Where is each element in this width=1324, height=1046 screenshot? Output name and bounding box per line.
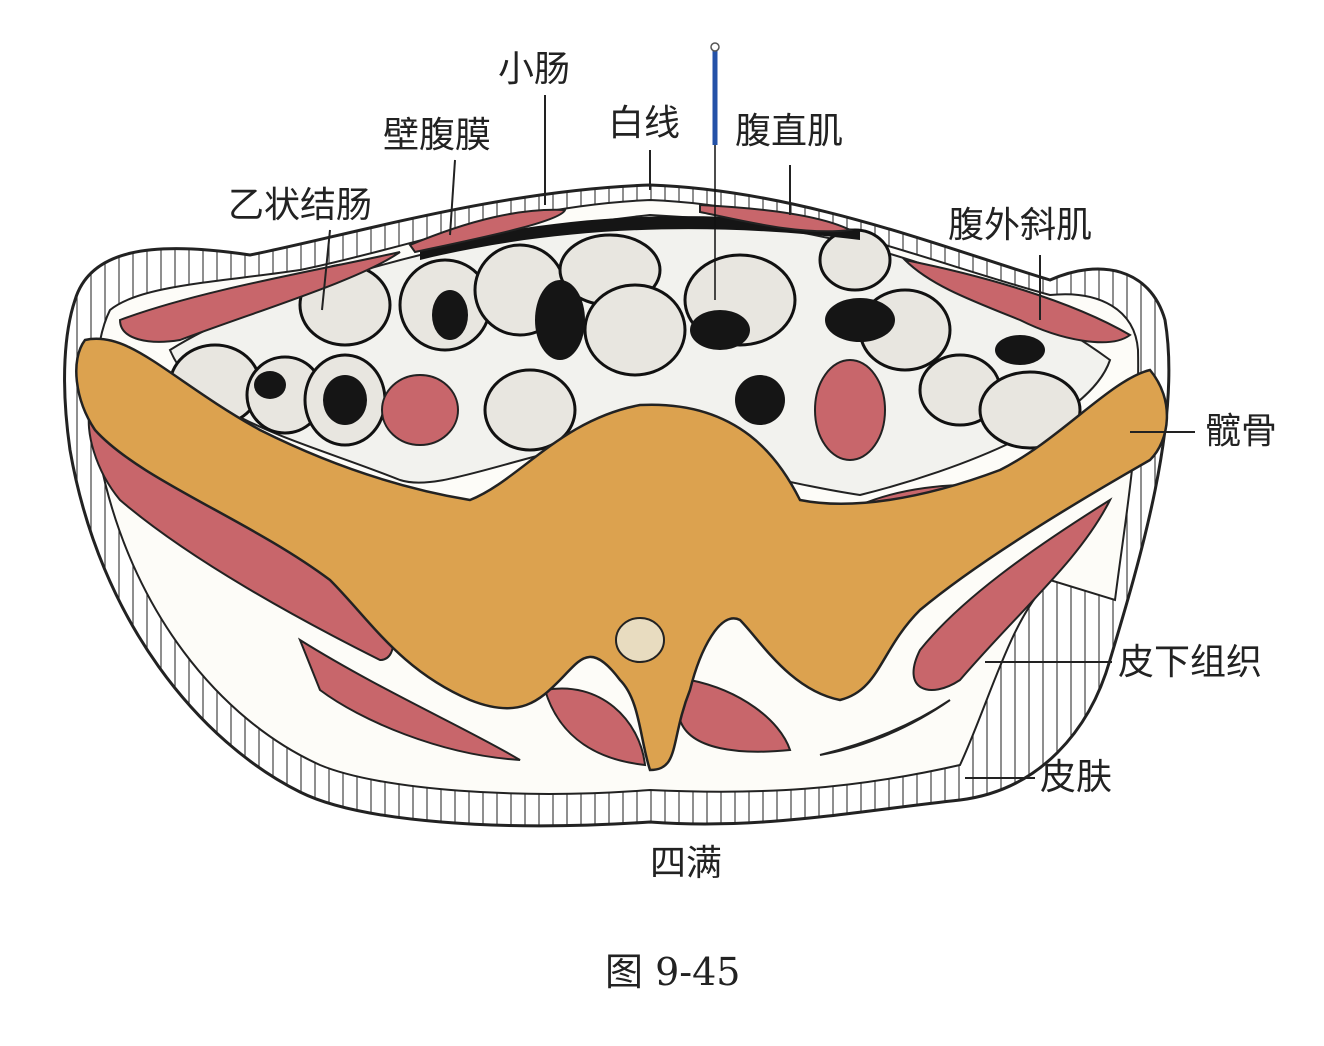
- label-linea-alba: 白线: [608, 103, 681, 144]
- gluteus-right: [819, 699, 951, 756]
- multifidus-left: [543, 687, 647, 767]
- spinal-canal: [615, 617, 665, 663]
- figure-caption: 图 9-45: [605, 950, 741, 994]
- iliacus-right: [912, 497, 1113, 691]
- oblique-left: [118, 251, 401, 343]
- label-small-intestine: 小肠: [498, 49, 571, 90]
- label-sigmoid-colon: 乙状结肠: [228, 185, 373, 226]
- label-external-oblique: 腹外斜肌: [948, 205, 1093, 246]
- hip-bone-sacrum: [75, 337, 1169, 772]
- intestine-contents: [254, 216, 1045, 425]
- oblique-right: [901, 258, 1132, 344]
- label-skin: 皮肤: [1040, 757, 1113, 798]
- gluteus-left: [297, 637, 521, 761]
- leader-lines: [321, 95, 1195, 779]
- label-hip-bone: 髋骨: [1205, 411, 1278, 452]
- label-rectus-abdominis: 腹直肌: [735, 111, 844, 152]
- rectus-abdominis-left: [408, 208, 567, 254]
- label-acupoint: 四满: [650, 843, 723, 884]
- label-subcutaneous-tissue: 皮下组织: [1118, 642, 1263, 683]
- rectus-abdominis-right: [699, 203, 854, 233]
- multifidus-right: [678, 678, 792, 753]
- psoas-right: [814, 359, 886, 461]
- psoas-left: [381, 374, 459, 446]
- label-parietal-peritoneum: 壁腹膜: [383, 115, 492, 156]
